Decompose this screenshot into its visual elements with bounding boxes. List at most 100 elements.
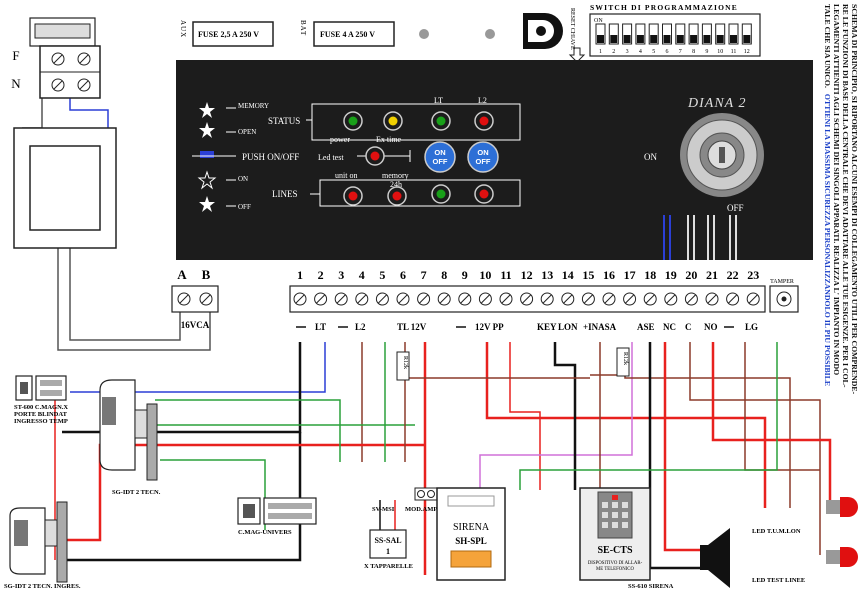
cmag-label: C.MAG-UNIVERS (238, 529, 292, 536)
side-note-3: LEGAMENTI ATTIENITI AGLI SCHEMI DEI SING… (832, 4, 841, 375)
terminal-number-7: 7 (421, 268, 427, 282)
dip-toggle-6[interactable] (662, 23, 672, 45)
onoff-button-2[interactable]: ON OFF (467, 141, 499, 173)
sig-12vpp: 12V PP (475, 322, 504, 332)
label-24h: 24h (390, 180, 402, 189)
terminal-number-6: 6 (400, 268, 406, 282)
dip-toggle-5[interactable] (648, 23, 659, 45)
terminal-number-18: 18 (644, 268, 656, 282)
dip-toggle-4[interactable] (635, 23, 646, 45)
dip-toggle-8[interactable] (688, 23, 699, 45)
onoff-button-2-on: ON (477, 148, 488, 157)
device-sgidt-tecn: SG-IDT 2 TECN. (99, 379, 161, 496)
terminal-slot-4 (357, 294, 367, 304)
svmsi-label: SV-MSI (372, 506, 395, 513)
control-panel: MEMORY OPEN STATUS PUSH ON/OFF ON OFF LI… (176, 60, 813, 260)
device-sgidt-ingres: SG-IDT 2 TECN. INGRES. (4, 501, 81, 590)
dip-toggle-3[interactable] (622, 23, 633, 45)
dip-number-4: 4 (639, 49, 642, 55)
terminal-slot-17 (625, 294, 634, 304)
dip-toggle-1[interactable] (595, 23, 606, 45)
label-push-onoff: PUSH ON/OFF (242, 152, 299, 162)
dip-toggle-11[interactable] (728, 23, 739, 45)
terminal-slot-8 (439, 294, 449, 304)
device-st600: ST-600 C.MAGN.X PORTE BLINDAT INGRESSO T… (14, 375, 68, 425)
dip-toggle-knob-2 (610, 35, 618, 43)
label-on: ON (238, 175, 248, 183)
sig-lt: LT (315, 322, 326, 332)
resistor-2: R12k (616, 347, 630, 377)
side-note-4: TALE CHE SIA UNICO. (823, 4, 832, 88)
dip-number-9: 9 (705, 49, 708, 55)
terminal-slot-6 (398, 294, 408, 304)
panel-brand: DIANA 2 (687, 96, 746, 111)
terminal-slot-12 (522, 294, 531, 304)
modampli-label: MOD.AMPLI (405, 506, 445, 513)
terminal-number-12: 12 (521, 268, 533, 282)
indicator-dot-1 (419, 29, 429, 39)
terminal-number-1: 1 (297, 268, 303, 282)
dip-on-label: ON (594, 18, 603, 24)
dip-toggle-9[interactable] (701, 23, 712, 45)
terminal-slot-1 (295, 294, 305, 304)
dip-toggle-2[interactable] (608, 23, 619, 45)
dip-number-10: 10 (717, 49, 723, 55)
side-notes: SCHEMA DI PRINCIPIO, SI RIPORTANO ALCUNI… (823, 4, 859, 395)
onoff-button-2-off: OFF (476, 157, 491, 166)
dip-toggle-knob-4 (636, 35, 644, 43)
terminal-number-21: 21 (706, 268, 718, 282)
label-memory: MEMORY (238, 102, 269, 110)
led-tumlon-label: LED T.U.M.LON (752, 528, 801, 535)
dip-toggle-knob-1 (597, 35, 604, 43)
terminal-number-2: 2 (318, 268, 324, 282)
svg-text:TALE CHE SIA UNICO. OTTI: TALE CHE SIA UNICO. OTTIENI LA MASSIMA S… (823, 4, 832, 386)
onoff-button-1[interactable]: ON OFF (424, 141, 456, 173)
dip-toggle-knob-8 (690, 35, 698, 43)
side-note-2: RE LE FUNZIONI DI BASE DELLA CENTRALE CH… (841, 4, 850, 388)
st600-label-2: PORTE BLINDAT (14, 411, 68, 418)
dip-number-12: 12 (744, 49, 750, 55)
ab-terminal: A B 16VCA (171, 267, 219, 330)
dip-number-8: 8 (692, 49, 695, 55)
tamper-label: TAMPER (770, 279, 794, 285)
key-switch[interactable] (680, 113, 764, 197)
dip-toggle-12[interactable] (741, 23, 752, 45)
device-ss610-siren: SS-610 SIRENA (628, 528, 730, 590)
fuse-bat: BAT FUSE 4 A 250 V (299, 20, 395, 47)
terminal-number-4: 4 (359, 268, 365, 282)
terminal-number-17: 17 (624, 268, 636, 282)
terminal-a-label: A (177, 267, 187, 282)
terminal-slot-11 (501, 294, 511, 304)
terminal-slot-20 (687, 294, 696, 304)
resistor-2-label: R12k (622, 352, 628, 365)
terminal-slot-16 (604, 294, 614, 304)
terminal-number-13: 13 (541, 268, 553, 282)
dip-toggle-knob-12 (743, 35, 751, 43)
dip-toggle-knob-10 (716, 35, 724, 43)
terminal-slot-22 (728, 294, 737, 304)
fuse-aux: AUX FUSE 2,5 A 250 V (179, 20, 274, 47)
secs-sub-2: ME TELEFONICO (596, 567, 634, 572)
led-tumlon: LED T.U.M.LON (752, 497, 858, 535)
dip-number-11: 11 (731, 49, 737, 55)
terminal-number-8: 8 (441, 268, 447, 282)
tamper-switch: TAMPER (769, 279, 799, 313)
label-open: OPEN (238, 128, 256, 136)
st600-label-1: ST-600 C.MAGN.X (14, 404, 68, 411)
side-note-1: SCHEMA DI PRINCIPIO, SI RIPORTANO ALCUNI… (850, 4, 859, 395)
resistor-1-label: R12k (402, 356, 408, 369)
reset-key-label: RESET CHIAVE (569, 8, 575, 50)
ss610-label: SS-610 SIRENA (628, 583, 674, 590)
device-secs: SE-CTS DISPOSITIVO DI ALLAR- ME TELEFONI… (579, 487, 651, 581)
terminal-slot-21 (707, 294, 717, 304)
terminal-number-19: 19 (665, 268, 677, 282)
dip-toggle-10[interactable] (715, 23, 726, 45)
terminal-slot-7 (419, 294, 428, 304)
dip-toggle-7[interactable] (675, 23, 686, 45)
terminal-slot-2 (316, 294, 325, 304)
led-test-linee-label: LED TEST LINEE (752, 577, 805, 584)
fuse-aux-tag: AUX (179, 20, 187, 38)
led-test-linee: LED TEST LINEE (752, 547, 858, 584)
label-memory-24: memory (382, 171, 409, 180)
push-button-indicator (200, 151, 214, 158)
